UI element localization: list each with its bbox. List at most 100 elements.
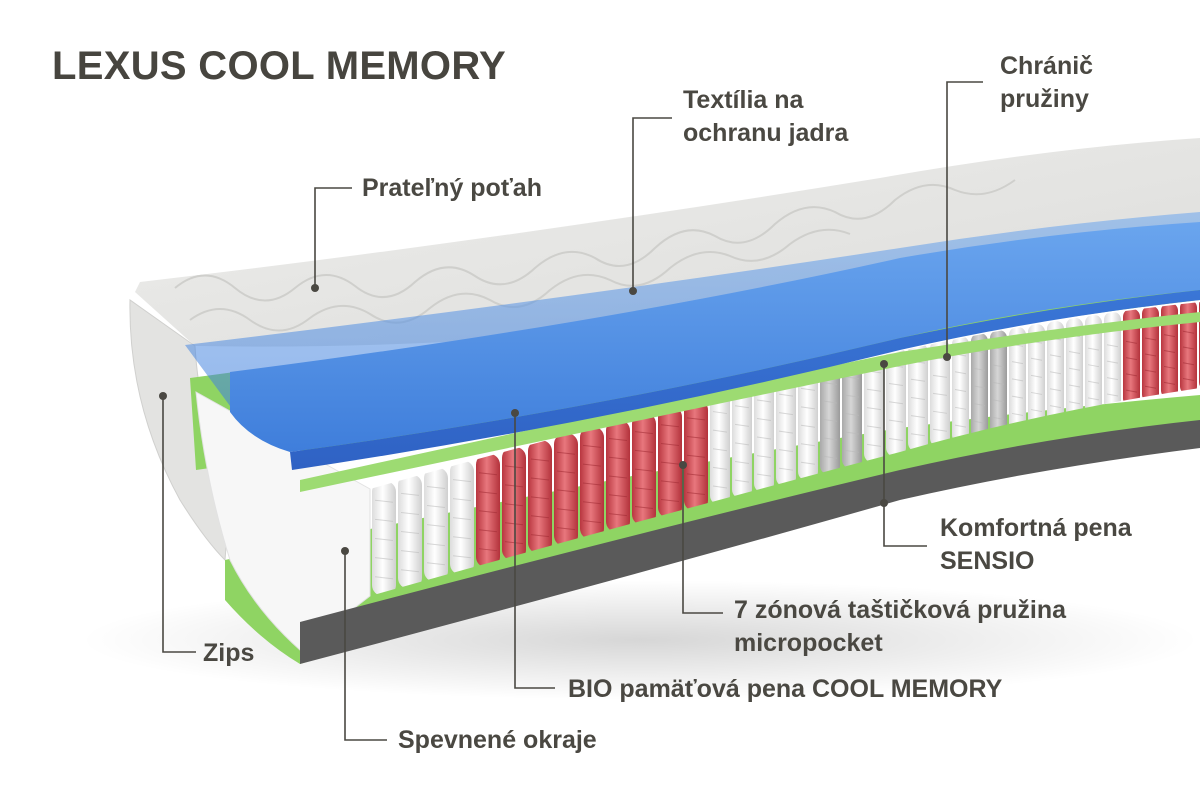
spring-coil-line (992, 381, 1005, 385)
spring-coil-line (1049, 388, 1062, 392)
pocket-spring-zone (502, 446, 526, 561)
pocket-spring (732, 387, 752, 499)
spring-coil-line (1163, 350, 1176, 353)
spring-coil-line (660, 442, 680, 446)
spring-coil-line (973, 385, 986, 389)
spring-coil-line (634, 506, 654, 510)
spring-coil-line (800, 424, 816, 428)
spring-coil-line (1106, 344, 1119, 348)
spring-coil-line (582, 444, 602, 448)
spring-coil-line (686, 473, 706, 477)
spring-coil-line (734, 479, 750, 483)
spring-coil-line (426, 562, 446, 566)
product-title: LEXUS COOL MEMORY (52, 44, 507, 88)
pocket-spring (1028, 324, 1045, 427)
spring-coil-line (866, 425, 882, 429)
label-reinforced-edges: Spevnené okraje (398, 726, 597, 754)
spring-coil-line (608, 513, 628, 517)
spring-coil-line (712, 411, 728, 415)
spring-coil-line (374, 499, 394, 503)
spring-coil-line (734, 461, 750, 464)
spring-coil-line (756, 399, 772, 403)
pocket-spring (886, 346, 906, 457)
pocket-spring (990, 330, 1007, 435)
spring-coil-line (478, 491, 498, 495)
spring-coil-line (756, 436, 772, 440)
spring-coil-line (400, 569, 420, 573)
pocket-spring (372, 481, 396, 596)
spring-coil-line (1011, 378, 1024, 382)
spring-protector-layer (300, 312, 1200, 492)
pocket-spring (710, 392, 730, 505)
spring-coil-line (910, 378, 926, 382)
spring-coil-line (530, 496, 550, 500)
spring-coil-line (556, 470, 576, 474)
pocket-spring (450, 460, 474, 575)
pocket-spring-zone (580, 426, 604, 540)
spring-coil-line (582, 482, 602, 486)
pocket-spring-zone (1123, 308, 1140, 407)
pocket-spring (908, 342, 928, 452)
spring-coil-line (992, 399, 1005, 403)
spring-coil-line (866, 388, 882, 392)
spring-coil-line (1087, 347, 1100, 351)
spring-coil-line (1087, 397, 1100, 401)
spring-coil-line (530, 458, 550, 462)
spring-coil-line (932, 374, 948, 378)
spring-coil-line (1030, 357, 1043, 361)
spring-coil-line (888, 401, 904, 405)
spring-coil-line (478, 510, 498, 514)
spring-coil-line (822, 455, 838, 459)
label-pocket-springs-line2: micropocket (734, 629, 883, 657)
pocket-spring-zone (658, 406, 682, 519)
spring-coil-line (778, 430, 794, 434)
spring-coil-line (888, 382, 904, 386)
spring-coil-line (556, 489, 576, 493)
spring-coil-line (1068, 350, 1081, 354)
spring-coil-line (734, 423, 750, 427)
spring-coil-line (1068, 367, 1081, 371)
pocket-spring (864, 352, 884, 463)
spring-coil-line (778, 393, 794, 397)
label-pocket-springs: 7 zónová taštičková pružina micropocket (734, 594, 1066, 660)
spring-coil-line (734, 405, 750, 409)
label-core-textile-line1: Textília na (683, 86, 804, 114)
spring-coil-line (608, 456, 628, 460)
spring-coil-line (400, 531, 420, 535)
spring-coil-line (712, 429, 728, 433)
spring-coil-line (582, 501, 602, 505)
spring-coil-line (1163, 365, 1176, 369)
spring-coil-line (844, 449, 860, 453)
spring-coil-line (1087, 364, 1100, 368)
spring-coil-line (504, 522, 524, 526)
spring-coil-line (973, 367, 986, 371)
spring-coil-line (1049, 354, 1062, 358)
spring-coil-line (866, 443, 882, 447)
spring-coil-line (400, 492, 420, 496)
spring-coil-line (426, 505, 446, 509)
spring-coil-line (426, 543, 446, 547)
spring-coil-line (530, 515, 550, 519)
spring-coil-line (556, 508, 576, 512)
spring-coil-line (954, 424, 967, 428)
spring-coil-line (800, 387, 816, 391)
spring-coil-line (400, 511, 420, 515)
label-core-textile: Textília na ochranu jadra (683, 84, 848, 150)
spring-coil-line (1030, 409, 1043, 413)
pocket-spring-zone (632, 412, 656, 526)
spring-coil-line (932, 392, 948, 396)
label-comfort-foam: Komfortná pena SENSIO (940, 512, 1132, 578)
spring-coil-line (844, 376, 860, 380)
label-comfort-foam-line1: Komfortná pena (940, 514, 1132, 542)
pocket-spring-zone (1161, 302, 1178, 399)
spring-coil-line (844, 413, 860, 417)
spring-coil-line (452, 536, 472, 540)
spring-coil-line (608, 494, 628, 498)
spring-coil-line (844, 394, 860, 398)
spring-coil-line (822, 382, 838, 386)
label-memory-foam: BIO pamäťová pena COOL MEMORY (568, 675, 1003, 703)
spring-coil-line (910, 415, 926, 419)
spring-coil-line (634, 468, 654, 472)
spring-coil-line (660, 499, 680, 503)
